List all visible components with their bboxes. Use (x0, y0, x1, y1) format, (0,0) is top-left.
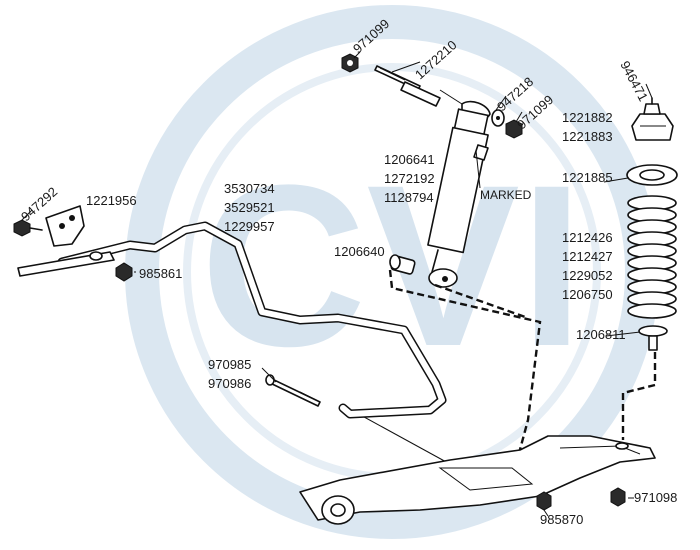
label-1221883: 1221883 (562, 129, 613, 144)
shock-top-nut (341, 53, 359, 73)
dashed-callout-spring (621, 352, 657, 440)
label-1206641: 1206641 (384, 152, 435, 167)
label-971098: 971098 (634, 490, 677, 505)
label-1206640: 1206640 (334, 244, 385, 259)
dashed-callout-shock (388, 269, 542, 469)
label-970985: 970985 (208, 357, 251, 372)
shock-stud-bolt (374, 65, 441, 107)
label-1206811: 1206811 (576, 327, 626, 342)
leader-lines (21, 51, 653, 517)
nut-971098 (610, 487, 626, 507)
label-1212426: 1212426 (562, 230, 613, 245)
label-970986: 970986 (208, 376, 251, 391)
spring-lower-seat-1206811 (638, 325, 668, 351)
anti-roll-bar (57, 221, 447, 419)
shock-absorber (427, 100, 491, 288)
label-1221956: 1221956 (86, 193, 137, 208)
spring-seat-1221885 (626, 164, 678, 186)
label-1221882: 1221882 (562, 110, 613, 125)
nut-985861 (115, 262, 133, 282)
label-1212427: 1212427 (562, 249, 613, 264)
label-1128794: 1128794 (384, 190, 434, 205)
spring-top-mount (631, 97, 674, 141)
label-946471: 946471 (617, 58, 651, 103)
lower-control-arm (299, 435, 656, 525)
label-3530734: 3530734 (224, 181, 275, 196)
stud-guide-line (439, 89, 463, 105)
anti-roll-bar-bracket (45, 205, 85, 247)
label-1221885: 1221885 (562, 170, 613, 185)
dashed-callout-upper (434, 283, 529, 320)
bushing-1206640 (389, 254, 416, 275)
shock-top-washers (491, 109, 523, 139)
label-1229052: 1229052 (562, 268, 613, 283)
label-985870: 985870 (540, 512, 583, 527)
label-marked: MARKED (480, 188, 532, 202)
label-1229957: 1229957 (224, 219, 275, 234)
coil-spring (627, 195, 677, 319)
label-985861: 985861 (139, 266, 182, 281)
anti-roll-bar-link-arm (17, 251, 115, 277)
label-1272192: 1272192 (384, 171, 435, 186)
nut-985870 (536, 491, 552, 511)
label-3529521: 3529521 (224, 200, 275, 215)
label-1206750: 1206750 (562, 287, 613, 302)
